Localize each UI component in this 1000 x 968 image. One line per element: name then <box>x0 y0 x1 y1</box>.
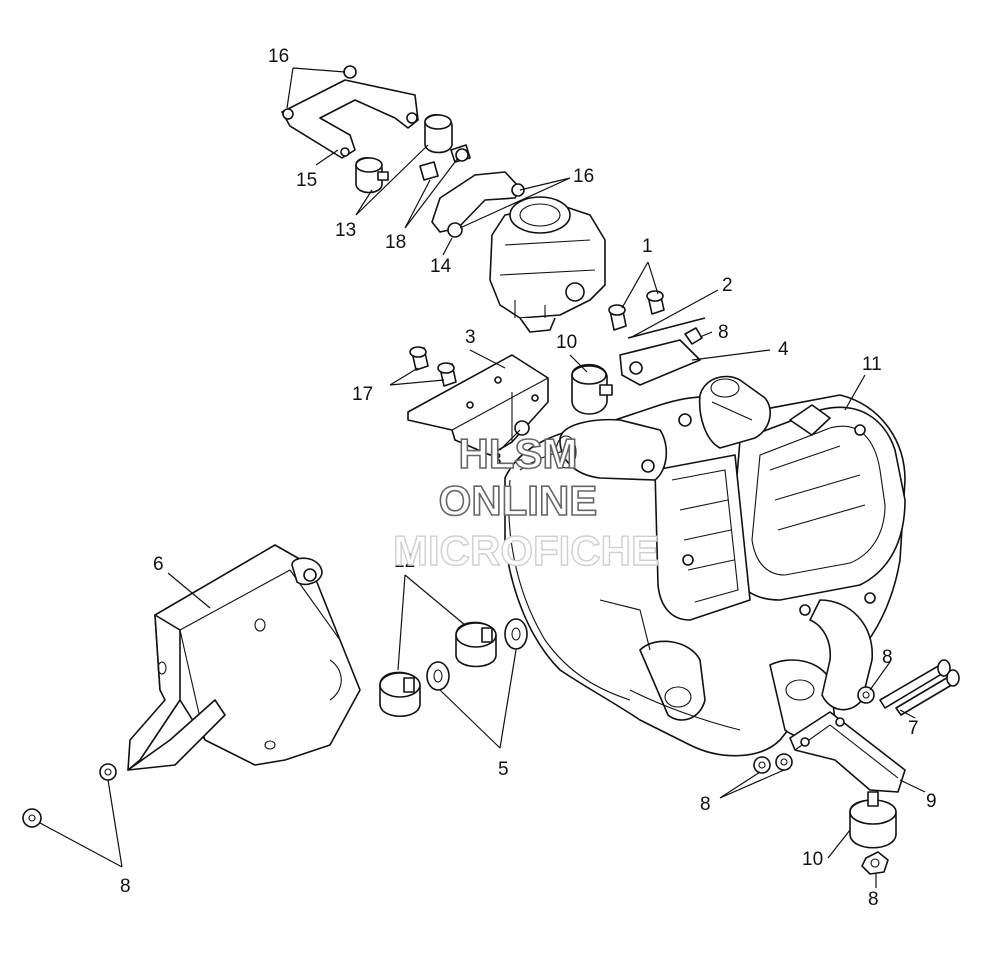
callout-6: 6 <box>153 554 164 575</box>
nut-8-bottom <box>861 851 889 875</box>
callout-8-center: 8 <box>491 450 502 471</box>
callout-8-left: 8 <box>120 876 131 897</box>
callout-9: 9 <box>926 791 937 812</box>
bracket-6 <box>99 544 361 781</box>
watermark: HLSM ONLINE MICROFICHE <box>392 429 659 575</box>
carburetor <box>489 196 606 333</box>
nut-8-far-left <box>22 808 42 828</box>
callout-4: 4 <box>778 339 789 360</box>
callout-1: 1 <box>642 236 653 257</box>
callout-10-top: 10 <box>556 332 577 353</box>
washer-5a <box>426 661 450 691</box>
rubber-mount-10-bottom <box>849 791 897 849</box>
bolts-7 <box>879 659 960 716</box>
callout-12: 12 <box>394 551 415 572</box>
callout-8-right: 8 <box>882 647 893 668</box>
callout-8-bottom: 8 <box>868 889 879 910</box>
callout-labels: 16 15 13 18 16 14 1 2 8 4 3 10 11 17 8 6… <box>120 46 937 910</box>
nut-8-bracket-right <box>857 686 875 704</box>
callout-16-right: 16 <box>573 166 594 187</box>
rubber-mount-12a <box>379 671 421 717</box>
callout-3: 3 <box>465 327 476 348</box>
rubber-mount-13b <box>355 157 389 194</box>
rubber-mount-12b <box>455 621 497 668</box>
callout-17: 17 <box>352 384 373 405</box>
nuts-8-lower <box>753 753 793 774</box>
callout-11: 11 <box>862 354 882 375</box>
engine-assembly <box>504 375 906 757</box>
callout-7: 7 <box>908 718 919 739</box>
bracket-3 <box>407 346 549 456</box>
callout-13: 13 <box>335 220 356 241</box>
rubber-mount-10-top <box>571 363 613 415</box>
leader-lines <box>39 67 926 888</box>
callout-15: 15 <box>296 170 317 191</box>
callout-10-bottom: 10 <box>802 849 823 870</box>
callout-8-lower: 8 <box>700 794 711 815</box>
bracket-15 <box>281 79 419 159</box>
fastener-group-1-2-4 <box>608 290 706 386</box>
bracket-9 <box>789 711 906 793</box>
watermark-line-2: ONLINE <box>439 477 598 524</box>
callout-18: 18 <box>385 232 406 253</box>
callout-5: 5 <box>498 759 509 780</box>
watermark-line-1: HLSM <box>459 430 578 477</box>
watermark-line-3: MICROFICHE <box>393 527 659 574</box>
hardware-top <box>343 65 525 238</box>
callout-16-top: 16 <box>268 46 289 67</box>
callout-8-upper: 8 <box>718 322 729 343</box>
callout-14: 14 <box>430 256 452 277</box>
callout-2: 2 <box>722 275 733 296</box>
rubber-mount-13a <box>424 114 453 154</box>
washer-5b <box>504 618 528 650</box>
